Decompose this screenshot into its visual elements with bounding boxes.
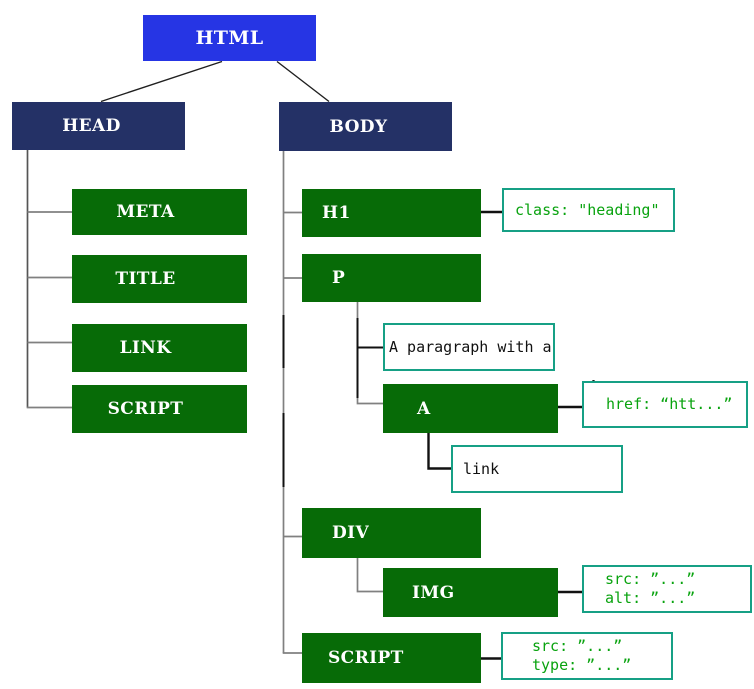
node-script-head: SCRIPT	[72, 385, 247, 433]
node-head: HEAD	[12, 102, 185, 150]
body-subtree-connectors	[282, 151, 302, 654]
annotation-img-src: src: ”...”	[605, 570, 696, 588]
annotation-script-type: type: ”...”	[532, 656, 632, 674]
annotation-h1-class-text: class: "heading"	[515, 200, 660, 219]
node-title: TITLE	[72, 255, 247, 303]
root-diagonal-connectors	[100, 60, 330, 103]
div-img-connector	[356, 558, 383, 593]
node-img: IMG	[383, 568, 558, 617]
a-link-connector	[427, 433, 451, 470]
node-h1: H1	[302, 189, 481, 237]
annotation-h1-class: class: "heading"	[502, 188, 675, 232]
annotation-script-attrs: src: ”...” type: ”...”	[501, 632, 673, 680]
node-p: P	[302, 254, 481, 302]
head-subtree-connectors	[26, 150, 72, 409]
annotation-img-alt: alt: ”...”	[605, 589, 696, 607]
node-script-body: SCRIPT	[302, 633, 481, 683]
node-body: BODY	[279, 102, 452, 151]
node-a: A	[383, 384, 558, 433]
annotation-connectors	[481, 210, 582, 660]
textnode-paragraph: A paragraph with a	[383, 323, 555, 371]
textnode-link-text: link	[463, 459, 500, 478]
annotation-script-src: src: ”...”	[532, 637, 623, 655]
node-link: LINK	[72, 324, 247, 372]
annotation-a-href-text: href: “htt...”	[606, 395, 733, 413]
annotation-img-attrs: src: ”...” alt: ”...”	[582, 565, 752, 613]
textnode-link: link	[451, 445, 623, 493]
annotation-a-href: href: “htt...”	[582, 381, 748, 428]
node-meta: META	[72, 189, 247, 235]
node-html: HTML	[143, 15, 316, 61]
p-subtree-connectors	[356, 302, 383, 405]
node-div: DIV	[302, 508, 481, 558]
textnode-paragraph-text: A paragraph with a	[389, 337, 552, 356]
